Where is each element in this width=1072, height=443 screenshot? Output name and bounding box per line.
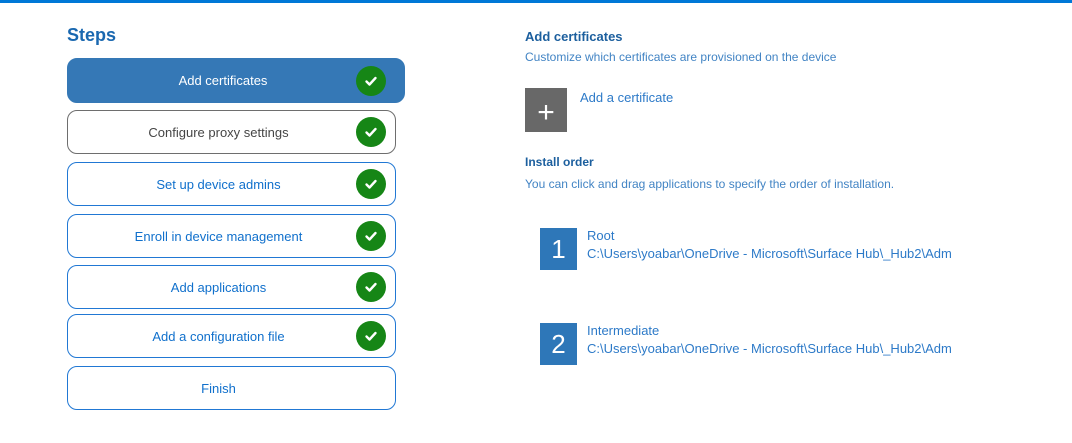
step-finish[interactable]: Finish xyxy=(67,366,396,410)
check-icon xyxy=(356,65,386,96)
step-add-applications[interactable]: Add applications xyxy=(67,265,396,309)
step-label: Finish xyxy=(201,380,236,396)
certificate-name: Intermediate xyxy=(587,323,660,338)
step-label: Add certificates xyxy=(178,73,268,88)
certificate-path: C:\Users\yoabar\OneDrive - Microsoft\Sur… xyxy=(587,341,952,356)
certificate-path: C:\Users\yoabar\OneDrive - Microsoft\Sur… xyxy=(587,246,952,261)
step-label: Add a configuration file xyxy=(152,328,285,344)
step-add-configuration-file[interactable]: Add a configuration file xyxy=(67,314,396,358)
step-enroll-device-management[interactable]: Enroll in device management xyxy=(67,214,396,258)
check-icon xyxy=(356,272,386,302)
add-certificate-label: Add a certificate xyxy=(580,90,674,105)
order-number-tile[interactable]: 1 xyxy=(540,228,577,270)
plus-icon[interactable]: + xyxy=(525,88,567,132)
install-order-heading: Install order xyxy=(525,155,594,169)
order-number-tile[interactable]: 2 xyxy=(540,323,577,365)
step-label: Set up device admins xyxy=(156,176,281,192)
step-add-certificates[interactable]: Add certificates xyxy=(67,58,405,103)
step-label: Configure proxy settings xyxy=(148,124,289,140)
certificate-name: Root xyxy=(587,228,615,243)
add-certificate-button[interactable]: + Add a certificate xyxy=(525,88,673,132)
step-label: Enroll in device management xyxy=(134,228,303,244)
step-label: Add applications xyxy=(170,279,267,295)
step-set-up-device-admins[interactable]: Set up device admins xyxy=(67,162,396,206)
check-icon xyxy=(356,169,386,199)
install-order-description: You can click and drag applications to s… xyxy=(525,177,895,191)
steps-heading: Steps xyxy=(67,25,117,45)
install-order-item-intermediate[interactable]: 2 Intermediate C:\Users\yoabar\OneDrive … xyxy=(540,323,1012,365)
step-configure-proxy-settings[interactable]: Configure proxy settings xyxy=(67,110,396,154)
section-subtitle: Customize which certificates are provisi… xyxy=(525,50,837,64)
top-accent-bar xyxy=(0,0,1072,3)
install-order-item-root[interactable]: 1 Root C:\Users\yoabar\OneDrive - Micros… xyxy=(540,228,1012,270)
check-icon xyxy=(356,221,386,251)
check-icon xyxy=(356,321,386,351)
section-title: Add certificates xyxy=(525,29,623,44)
check-icon xyxy=(356,117,386,147)
